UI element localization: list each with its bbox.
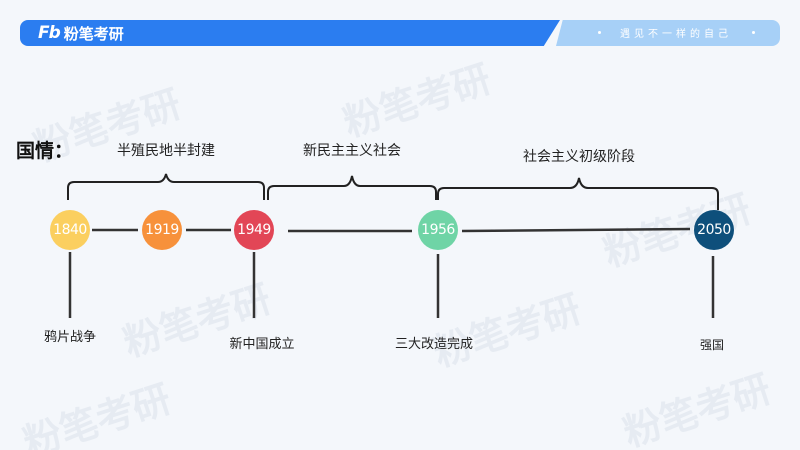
period-brace-3 (437, 177, 719, 210)
logo-mark: Fb (38, 23, 61, 43)
period-label: 新民主主义社会 (303, 143, 401, 159)
slogan: 遇见不一样的自己 (620, 29, 732, 40)
year-node-1919: 1919 (142, 210, 182, 250)
event-label: 新中国成立 (229, 337, 295, 352)
event-label: 强国 (699, 338, 725, 352)
period-brace-1 (67, 173, 265, 200)
header-slogan-bar (556, 20, 780, 46)
header-bar (20, 20, 560, 46)
slogan-dot-right (752, 31, 755, 34)
timeline-segment (461, 227, 691, 233)
year-node-1949: 1949 (234, 210, 274, 250)
event-label: 鸦片战争 (43, 330, 97, 345)
period-brace-2 (267, 175, 437, 200)
brand-logo: Fb 粉笔考研 (38, 22, 124, 44)
period-label: 社会主义初级阶段 (523, 149, 635, 165)
year-node-1956: 1956 (418, 210, 458, 250)
year-node-1840: 1840 (50, 210, 90, 250)
page-heading: 国情： (16, 140, 74, 162)
logo-text: 粉笔考研 (63, 24, 124, 43)
slogan-dot-left (598, 31, 601, 34)
period-label: 半殖民地半封建 (117, 143, 215, 159)
event-label: 三大改造完成 (394, 337, 474, 352)
year-node-2050: 2050 (694, 210, 734, 250)
